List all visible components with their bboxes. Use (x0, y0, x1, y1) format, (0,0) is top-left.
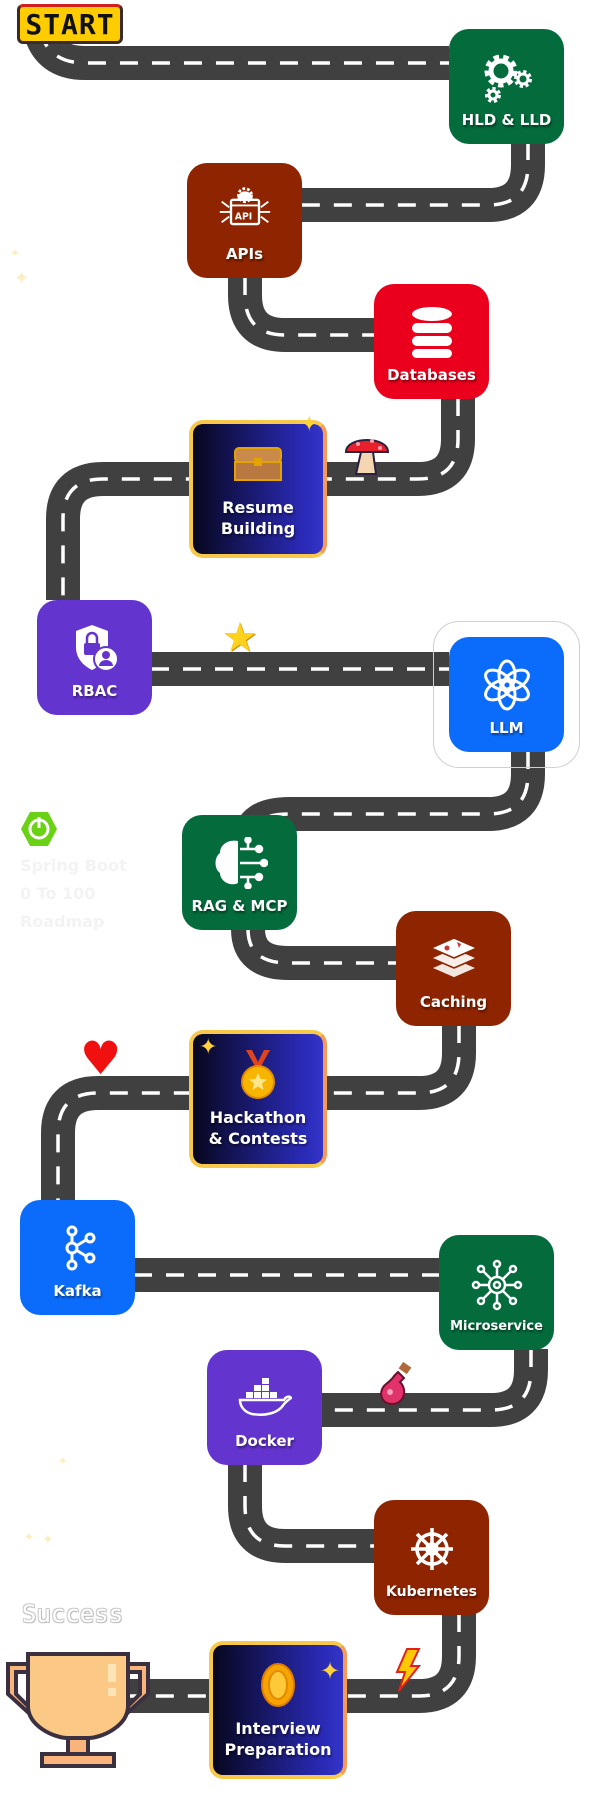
milestone-label: Caching (419, 992, 488, 1011)
milestone-hld-lld[interactable]: HLD & LLD (449, 29, 564, 144)
milestone-label: Interview Preparation (224, 1719, 332, 1760)
sparkle-icon: ✦ (24, 1530, 35, 1544)
milestone-hackathon-contests[interactable]: Hackathon & Contests (189, 1030, 327, 1168)
database-icon (404, 304, 460, 360)
lightning-icon (393, 1648, 422, 1696)
road-segment (228, 277, 374, 352)
road-center-line (246, 928, 396, 965)
milestone-llm[interactable]: LLM (449, 637, 564, 752)
microservice-icon (469, 1257, 525, 1313)
road-segment (302, 142, 545, 222)
heart-icon: ♥ (80, 1031, 122, 1085)
milestone-label: Hackathon & Contests (208, 1108, 308, 1149)
sparkle-icon: ✦ (42, 1532, 54, 1548)
sparkle-icon: ✦ (300, 412, 319, 437)
milestone-rbac[interactable]: RBAC (37, 600, 152, 715)
road-center-line (56, 1025, 461, 1200)
milestone-label: Microservice (450, 1319, 543, 1335)
milestone-label: LLM (489, 718, 524, 737)
milestone-label: HLD & LLD (461, 110, 552, 129)
milestone-resume-building[interactable]: Resume Building (189, 420, 327, 558)
road-segment (231, 927, 396, 980)
road-center-line (243, 277, 374, 337)
milestone-label: Kafka (53, 1281, 102, 1300)
milestone-kubernetes[interactable]: Kubernetes (374, 1500, 489, 1615)
milestone-label: Databases (387, 365, 476, 384)
start-sign: START (17, 4, 123, 44)
star-icon: ★ (222, 615, 258, 661)
kafka-icon (50, 1220, 106, 1276)
helm-icon (404, 1521, 460, 1577)
sparkle-icon: ✦ (58, 1454, 69, 1468)
success-label: Success (22, 1600, 124, 1628)
milestone-caching[interactable]: Caching (396, 911, 511, 1026)
milestone-microservice[interactable]: Microservice (439, 1235, 554, 1350)
road-segment (228, 1464, 374, 1563)
layers-icon (426, 931, 482, 987)
milestone-label: APIs (225, 244, 264, 263)
sparkle-icon: ✦ (199, 1035, 218, 1060)
api-icon: API (217, 183, 273, 239)
side-title: Spring Boot 0 To 100 Roadmap (20, 852, 127, 936)
brain-icon (212, 835, 268, 891)
road-center-line (120, 1614, 461, 1698)
spring-boot-logo-icon (20, 811, 58, 851)
milestone-apis[interactable]: API APIs (187, 163, 302, 278)
docker-whale-icon (237, 1370, 293, 1426)
potion-icon (378, 1361, 414, 1410)
milestone-label: RAG & MCP (191, 896, 288, 915)
side-title-line: 0 To 100 (20, 884, 96, 903)
mushroom-icon (344, 430, 390, 482)
coin-icon (250, 1657, 306, 1713)
side-title-line: Roadmap (20, 912, 105, 931)
treasure-chest-icon (230, 436, 286, 492)
milestone-rag-mcp[interactable]: RAG & MCP (182, 815, 297, 930)
svg-text:API: API (234, 211, 252, 222)
milestone-label: Resume Building (220, 498, 296, 539)
milestone-label: RBAC (71, 681, 118, 700)
sparkle-icon: ✦ (10, 246, 21, 260)
milestone-label: Docker (235, 1431, 294, 1450)
highlight-frame (433, 621, 580, 768)
gears-icon (479, 49, 535, 105)
road-segment (322, 1349, 548, 1427)
sparkle-icon: ✦ (14, 268, 30, 289)
road-center-line (243, 1464, 374, 1548)
sparkle-icon: ✦ (320, 1657, 341, 1685)
openai-icon (479, 657, 535, 713)
trophy-icon (2, 1650, 154, 1772)
lock-user-icon (67, 620, 123, 676)
milestone-interview-preparation[interactable]: Interview Preparation (209, 1641, 347, 1779)
milestone-docker[interactable]: Docker (207, 1350, 322, 1465)
milestone-label: Kubernetes (386, 1583, 477, 1600)
medal-icon (230, 1046, 286, 1102)
side-title-line: Spring Boot (20, 856, 127, 875)
milestone-databases[interactable]: Databases (374, 284, 489, 399)
milestone-kafka[interactable]: Kafka (20, 1200, 135, 1315)
